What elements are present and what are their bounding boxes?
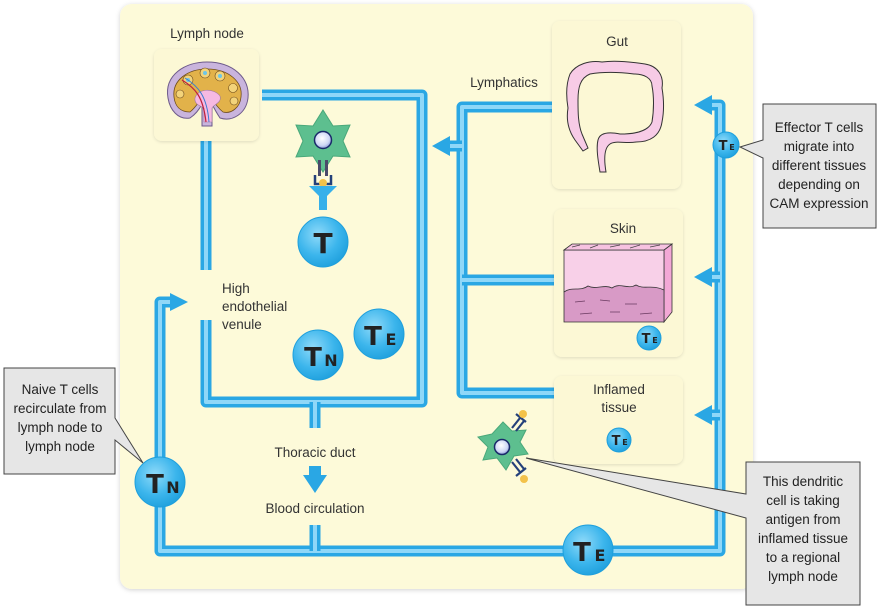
naive-t-cell-in-blood: T N (134, 456, 186, 508)
callout-effector-line: migrate into (784, 139, 855, 154)
blood-circulation-label: Blood circulation (265, 501, 364, 516)
arrow-thoracic-shaft (309, 466, 321, 476)
dendritic-nucleus (313, 130, 333, 150)
callout-dendritic-line: antigen from (765, 512, 840, 527)
dendritic-cell-migrating (476, 410, 529, 483)
antigen (519, 410, 527, 418)
naive-t-cell-in-node: T N (292, 329, 344, 381)
cell-letter: T (642, 332, 651, 347)
hev-label-line1: High (222, 281, 250, 296)
cell-letter: T (304, 343, 322, 373)
arrow-to-gut (694, 95, 712, 115)
flow-arrows (170, 95, 712, 493)
callout-effector-line: different tissues (772, 158, 867, 173)
gut-label: Gut (606, 34, 628, 49)
callout-naive-line: Naive T cells (22, 382, 99, 397)
lymph-node-box (154, 49, 259, 141)
callout-dendritic-line: lymph node (768, 569, 838, 584)
t-cell-activated: T (297, 216, 349, 268)
callout-effector-line: CAM expression (769, 196, 868, 211)
skin-box: Skin T E (554, 209, 683, 357)
tcr-receptor (309, 186, 337, 210)
callout-dendritic-line: This dendritic (763, 474, 844, 489)
inflamed-label-line2: tissue (601, 400, 636, 415)
callout-dendritic-line: inflamed tissue (758, 531, 848, 546)
cell-letter: T (612, 434, 621, 449)
dendritic-cell-presenting (295, 109, 351, 210)
gut-box: Gut (552, 21, 681, 189)
effector-t-cell-in-inflamed-tissue: T E (606, 427, 632, 453)
callout-effector: Effector T cells migrate into different … (738, 103, 877, 229)
thoracic-duct-label: Thoracic duct (274, 445, 355, 460)
callout-naive-line: recirculate from (13, 401, 106, 416)
lymphatics-tree (448, 101, 555, 399)
cell-subscript: N (324, 351, 337, 370)
cell-subscript: E (386, 330, 397, 349)
t-cell-letter: T (313, 227, 332, 260)
cell-subscript: N (166, 478, 179, 497)
cell-letter: T (573, 538, 591, 568)
cell-letter: T (364, 322, 382, 352)
lymph-node-illustration (167, 61, 249, 127)
cell-subscript: E (622, 438, 627, 447)
arrow-to-inflamed (694, 405, 712, 425)
effector-t-cell-homing: T E (712, 131, 740, 159)
arrow-lymphatics-to-node (432, 136, 450, 156)
cell-letter: T (719, 139, 728, 154)
skin-label: Skin (610, 221, 636, 236)
lymph-node-label: Lymph node (170, 26, 244, 41)
effector-t-cell-in-node: T E (353, 308, 405, 360)
effector-t-cell-in-blood: T E (562, 524, 614, 576)
cell-subscript: E (729, 143, 734, 152)
hev-label-line2: endothelial (222, 299, 287, 314)
lymphatics-label: Lymphatics (470, 75, 538, 90)
callout-dendritic-line: cell is taking (766, 493, 840, 508)
callout-dendritic-line: to a regional (766, 550, 840, 565)
cell-subscript: E (595, 546, 606, 565)
hev-label-line3: venule (222, 317, 262, 332)
skin-illustration (562, 243, 674, 324)
antigen (520, 475, 528, 483)
gut-illustration (566, 60, 664, 173)
lymph-node-loop (200, 89, 428, 408)
callout-naive-line: lymph node (25, 439, 95, 454)
callout-effector-line: Effector T cells (775, 120, 864, 135)
callout-naive-line: lymph node to (18, 420, 103, 435)
cell-letter: T (146, 470, 164, 500)
callout-dendritic: This dendritic cell is taking antigen fr… (525, 457, 861, 606)
callout-effector-line: depending on (778, 177, 860, 192)
inflamed-tissue-box: Inflamed tissue T E (554, 376, 683, 464)
arrow-to-skin (694, 267, 712, 287)
arrow-into-hev (170, 293, 188, 311)
cell-subscript: E (652, 336, 657, 345)
antigen (319, 179, 327, 187)
arrow-thoracic-to-blood (303, 475, 327, 493)
inflamed-label-line1: Inflamed (593, 382, 645, 397)
callout-naive: Naive T cells recirculate from lymph nod… (3, 367, 144, 475)
effector-t-cell-in-skin: T E (636, 325, 662, 351)
